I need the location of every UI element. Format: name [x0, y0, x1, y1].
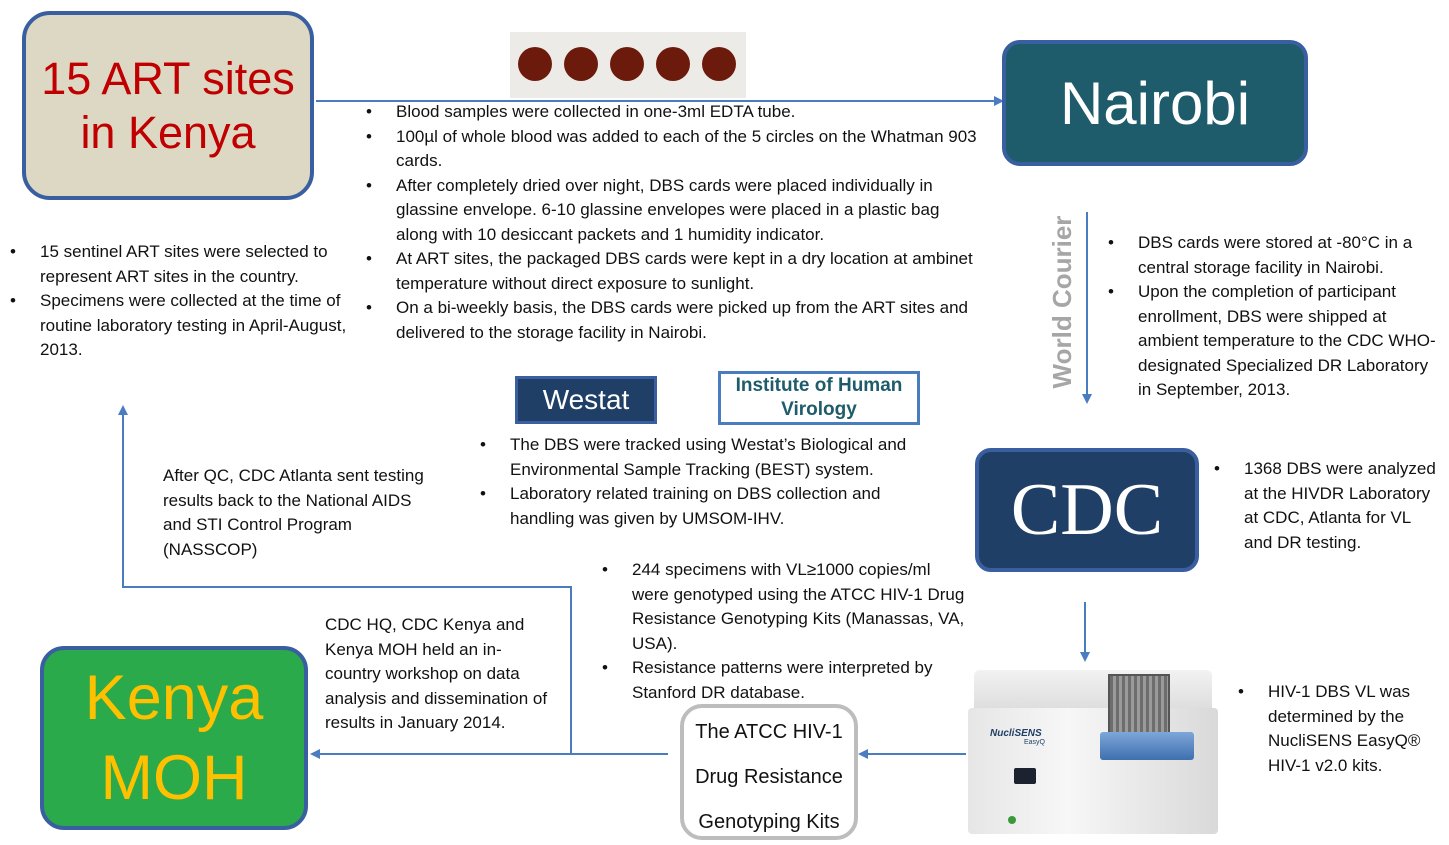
node-atcc-kits: The ATCC HIV-1 Drug Resistance Genotypin…: [680, 704, 858, 840]
list-item: Specimens were collected at the time of …: [8, 289, 348, 363]
nairobi-bullets: DBS cards were stored at -80°C in a cent…: [1106, 231, 1438, 403]
node-nairobi-label: Nairobi: [1059, 69, 1251, 137]
collection-bullets: Blood samples were collected in one-3ml …: [364, 100, 980, 345]
node-kenya-moh: Kenya MOH: [40, 646, 308, 830]
tracking-bullets: The DBS were tracked using Westat’s Biol…: [478, 433, 948, 531]
vl-bullets: HIV-1 DBS VL was determined by the Nucli…: [1236, 680, 1436, 778]
atcc-line-1: The ATCC HIV-1: [695, 721, 843, 743]
blood-spot-1: [518, 47, 552, 81]
arrow-return-to-sites: [118, 405, 572, 754]
machine-brand-label: NucliSENS: [990, 728, 1042, 739]
machine-model-label: EasyQ: [1024, 739, 1046, 746]
node-art-sites-label: 15 ART sites in Kenya: [41, 52, 295, 158]
blood-spot-4: [656, 47, 690, 81]
machine-status-light: [1008, 816, 1016, 824]
genotyping-bullets: 244 specimens with VL≥1000 copies/ml wer…: [600, 558, 970, 705]
atcc-line-3: Genotyping Kits: [698, 811, 840, 833]
list-item: Upon the completion of participant enrol…: [1106, 280, 1438, 403]
blood-spot-2: [564, 47, 598, 81]
nuclisens-machine-image: NucliSENS EasyQ: [968, 668, 1220, 834]
list-item: 15 sentinel ART sites were selected to r…: [8, 240, 348, 289]
world-courier-label: World Courier: [1047, 215, 1077, 389]
list-item: Resistance patterns were interpreted by …: [600, 656, 970, 705]
list-item: At ART sites, the packaged DBS cards wer…: [364, 247, 980, 296]
list-item: DBS cards were stored at -80°C in a cent…: [1106, 231, 1438, 280]
node-art-sites: 15 ART sites in Kenya: [22, 11, 314, 200]
list-item: HIV-1 DBS VL was determined by the Nucli…: [1236, 680, 1436, 778]
dbs-card-image: [510, 32, 746, 98]
node-cdc-label: CDC: [1010, 468, 1164, 551]
node-kenya-moh-label: Kenya MOH: [84, 663, 264, 813]
qc-return-text: After QC, CDC Atlanta sent testing resul…: [163, 466, 424, 559]
blood-spot-5: [702, 47, 736, 81]
atcc-line-2: Drug Resistance: [695, 766, 843, 788]
westat-label: Westat: [542, 384, 630, 415]
workshop-text: CDC HQ, CDC Kenya and Kenya MOH held an …: [325, 615, 548, 732]
machine-top-panel: [974, 670, 1212, 712]
list-item: 100µl of whole blood was added to each o…: [364, 125, 980, 174]
list-item: On a bi-weekly basis, the DBS cards were…: [364, 296, 980, 345]
westat-logo: Westat: [515, 376, 657, 424]
node-cdc: CDC: [975, 448, 1199, 572]
list-item: The DBS were tracked using Westat’s Biol…: [478, 433, 948, 482]
list-item: 244 specimens with VL≥1000 copies/ml wer…: [600, 558, 970, 656]
ihv-label: Institute of Human Virology: [735, 375, 903, 420]
cdc-bullets: 1368 DBS were analyzed at the HIVDR Labo…: [1212, 457, 1442, 555]
sites-bullets: 15 sentinel ART sites were selected to r…: [8, 240, 348, 363]
node-nairobi: Nairobi: [1002, 40, 1308, 166]
list-item: Laboratory related training on DBS colle…: [478, 482, 948, 531]
machine-tube-tray: [1100, 732, 1194, 760]
list-item: After completely dried over night, DBS c…: [364, 174, 980, 248]
machine-body: [968, 708, 1218, 834]
machine-plate-rack: [1108, 674, 1170, 736]
list-item: Blood samples were collected in one-3ml …: [364, 100, 980, 125]
ihv-logo: Institute of Human Virology: [718, 371, 920, 425]
list-item: 1368 DBS were analyzed at the HIVDR Labo…: [1212, 457, 1442, 555]
machine-display: [1014, 768, 1036, 784]
blood-spot-3: [610, 47, 644, 81]
